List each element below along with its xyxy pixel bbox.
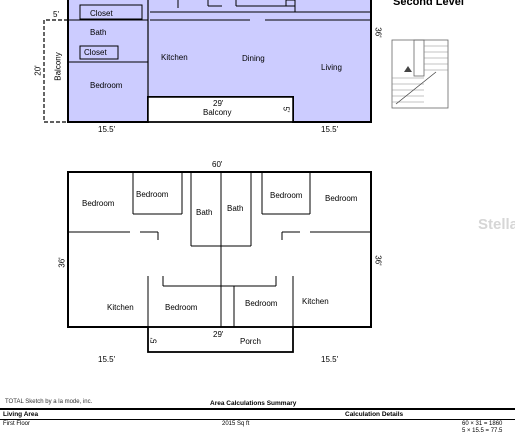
room-bedroom-tr1: Bedroom	[270, 191, 303, 200]
room-living: Living	[321, 63, 342, 72]
room-bath: Bath	[90, 28, 107, 37]
balcony-left-outline	[43, 19, 68, 123]
footer-rule-2	[0, 419, 515, 420]
room-balcony-bottom: Balcony	[203, 108, 232, 117]
dim-balcony-29: 29'	[213, 99, 224, 108]
room-dining: Dining	[242, 54, 265, 63]
room-bedroom-upper: Bedroom	[90, 81, 123, 90]
dim-porch-29: 29'	[213, 330, 224, 339]
dim-five-top: 5'	[53, 10, 59, 19]
dim-bottom-right: 15.5'	[321, 355, 339, 364]
col-calc-details: Calculation Details	[345, 411, 404, 418]
room-kitchen-upper: Kitchen	[161, 53, 188, 62]
room-bedroom-tm: Bedroom	[136, 190, 169, 199]
calc-line-1: 60 × 31 = 1860	[462, 421, 503, 427]
stair-icon	[391, 39, 449, 109]
first-floor-outer-wall	[67, 171, 372, 328]
dim-right-36: 36'	[373, 255, 383, 266]
dim-left-36: 36'	[57, 257, 67, 268]
room-porch: Porch	[240, 337, 261, 346]
row-first-floor-area: 2015 Sq ft	[222, 421, 250, 427]
calc-line-2: 5 × 15.5 = 77.5	[462, 428, 503, 434]
room-kitchen-r: Kitchen	[302, 297, 329, 306]
room-closet-top: Closet	[90, 9, 113, 18]
room-bedroom-tl: Bedroom	[82, 199, 115, 208]
watermark: Stella	[478, 216, 515, 233]
area-summary-title: Area Calculations Summary	[210, 400, 297, 407]
row-first-floor: First Floor	[3, 421, 30, 427]
dim-bottom-left: 15.5'	[98, 355, 116, 364]
footer-rule	[0, 408, 515, 410]
closet-top-box	[79, 4, 143, 20]
room-bath-l: Bath	[196, 208, 213, 217]
dim-top-60: 60'	[212, 160, 223, 169]
closet-box	[79, 45, 119, 60]
dim-bottom-right-upper: 15.5'	[321, 125, 339, 134]
room-kitchen-l: Kitchen	[107, 303, 134, 312]
second-level-title: Second Level	[393, 0, 464, 8]
room-bedroom-bl: Bedroom	[165, 303, 198, 312]
col-living-area: Living Area	[3, 411, 39, 418]
room-bedroom-tr2: Bedroom	[325, 194, 358, 203]
room-closet: Closet	[84, 48, 107, 57]
room-bath-r: Bath	[227, 204, 244, 213]
footer-credit: TOTAL Sketch by a la mode, inc.	[5, 399, 93, 405]
dim-bottom-left-upper: 15.5'	[98, 125, 116, 134]
dim-porch-5: 5'	[149, 337, 159, 344]
room-bedroom-br: Bedroom	[245, 299, 278, 308]
